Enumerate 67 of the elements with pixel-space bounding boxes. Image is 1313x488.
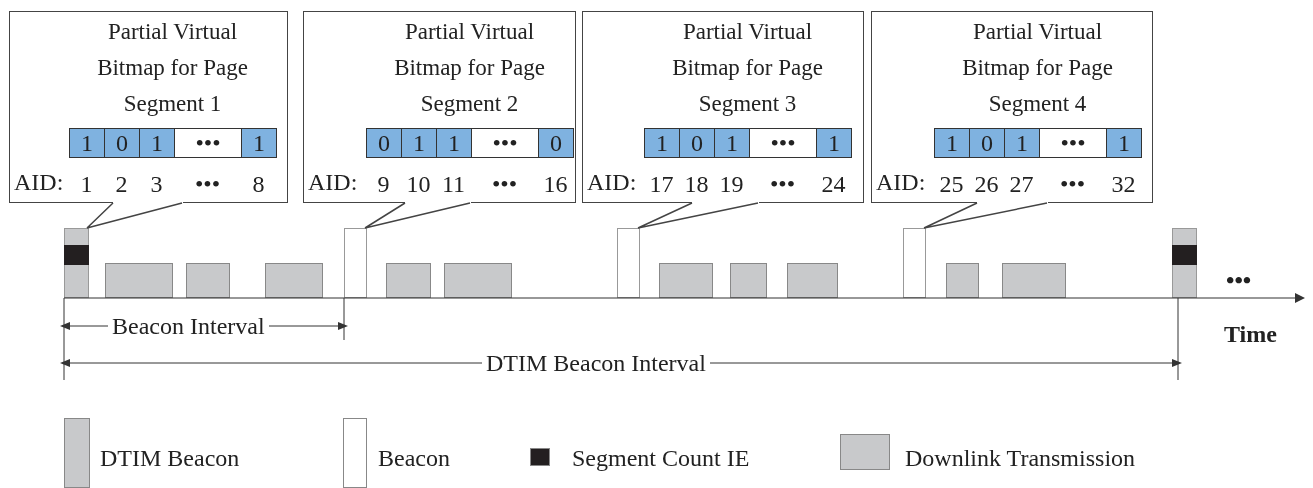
- dtim-beacon-bar: [64, 228, 89, 298]
- aid-number: 2: [115, 170, 128, 198]
- bit-cell: 1: [714, 128, 750, 158]
- aid-number: 18: [684, 170, 709, 198]
- aid-number: 10: [406, 170, 431, 198]
- legend-label: Downlink Transmission: [905, 444, 1136, 472]
- aid-number: 9: [377, 170, 390, 198]
- aid-number: 25: [939, 170, 964, 198]
- callout-title: Partial Virtual Bitmap for Page Segment 3: [671, 18, 824, 118]
- bit-cell: •••: [1039, 128, 1107, 158]
- aid-number: •••: [491, 170, 518, 198]
- aid-label: AID:: [308, 168, 358, 196]
- bit-cell: 1: [934, 128, 970, 158]
- aid-number: 26: [974, 170, 999, 198]
- beacon-bar: [903, 228, 926, 298]
- bit-cell: 1: [1106, 128, 1142, 158]
- aid-number: 16: [543, 170, 568, 198]
- bit-cell: 1: [1004, 128, 1040, 158]
- bit-cell: 1: [644, 128, 680, 158]
- aid-number: 1: [80, 170, 93, 198]
- aid-number: 8: [252, 170, 265, 198]
- callout-tail: [364, 202, 471, 229]
- bit-cell: 0: [104, 128, 140, 158]
- aid-label: AID:: [876, 168, 926, 196]
- callout-box: [9, 11, 288, 203]
- beacon-bar: [617, 228, 640, 298]
- bit-cell: •••: [749, 128, 817, 158]
- aid-number: 19: [719, 170, 744, 198]
- bit-cell: 1: [69, 128, 105, 158]
- aid-label: AID:: [14, 168, 64, 196]
- bit-cell: 0: [679, 128, 715, 158]
- beacon-bar: [344, 228, 367, 298]
- aid-number: •••: [769, 170, 796, 198]
- callout-tail: [86, 202, 183, 229]
- aid-number: 27: [1009, 170, 1034, 198]
- bit-cell: 1: [401, 128, 437, 158]
- bit-cell: 1: [436, 128, 472, 158]
- callout-box: [871, 11, 1153, 203]
- callout-box: [582, 11, 864, 203]
- bit-cell: •••: [471, 128, 539, 158]
- aid-number: 24: [821, 170, 846, 198]
- ellipsis-mark: •••: [1226, 266, 1252, 294]
- legend-label: DTIM Beacon: [100, 444, 240, 472]
- aid-number: 3: [150, 170, 163, 198]
- bit-cell: 0: [366, 128, 402, 158]
- aid-label: AID:: [587, 168, 637, 196]
- bit-cell: 1: [241, 128, 277, 158]
- bit-cell: 1: [139, 128, 175, 158]
- callout-title: Partial Virtual Bitmap for Page Segment 1: [96, 18, 249, 118]
- axis-label: Time: [1224, 320, 1277, 348]
- callout-tail: [923, 202, 1048, 229]
- aid-number: •••: [194, 170, 221, 198]
- aid-number: 17: [649, 170, 674, 198]
- aid-number: 32: [1111, 170, 1136, 198]
- legend-label: Segment Count IE: [572, 444, 750, 472]
- legend-label: Beacon: [378, 444, 450, 472]
- bit-cell: 0: [969, 128, 1005, 158]
- callout-title: Partial Virtual Bitmap for Page Segment 2: [393, 18, 546, 118]
- dtim-beacon-bar: [1172, 228, 1197, 298]
- bit-cell: 1: [816, 128, 852, 158]
- aid-number: 11: [441, 170, 466, 198]
- bit-cell: •••: [174, 128, 242, 158]
- callout-title: Partial Virtual Bitmap for Page Segment 4: [961, 18, 1114, 118]
- callout-tail: [637, 202, 759, 229]
- aid-number: •••: [1059, 170, 1086, 198]
- callout-box: [303, 11, 576, 203]
- bit-cell: 0: [538, 128, 574, 158]
